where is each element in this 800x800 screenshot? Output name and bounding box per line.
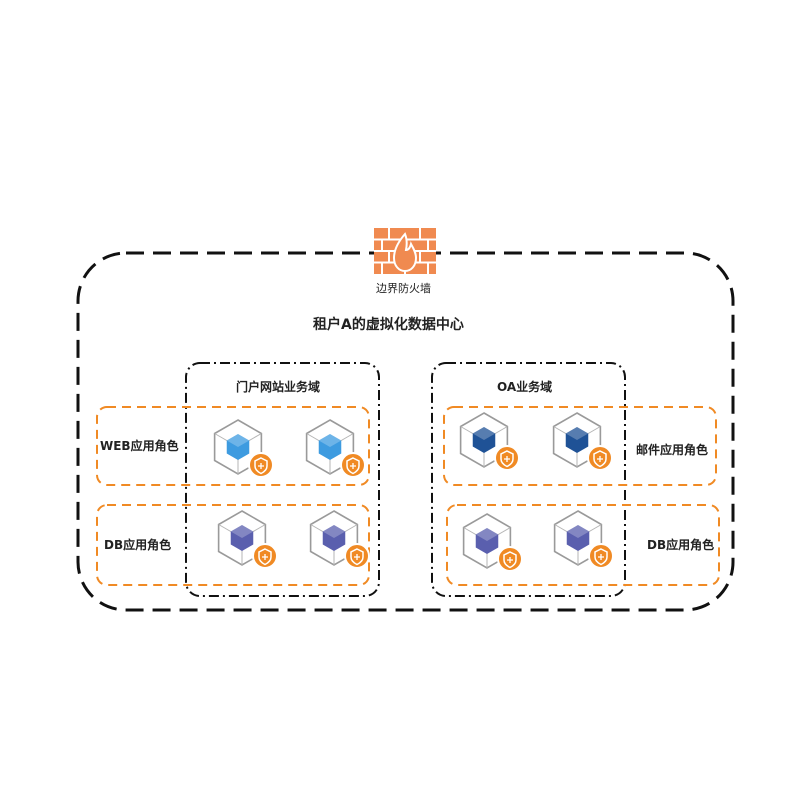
security-shield-badge-icon (248, 452, 274, 478)
server-cube-core (566, 525, 590, 551)
security-shield-badge-icon (587, 445, 613, 471)
security-shield-badge-icon (494, 445, 520, 471)
server-node (305, 419, 366, 478)
datacenter-boundary (76, 251, 735, 612)
mail-role-band (443, 406, 717, 486)
server-cube-core (226, 434, 250, 460)
server-node (552, 412, 613, 471)
server-cube-core (472, 427, 496, 453)
server-cube-core (565, 427, 589, 453)
server-node (309, 510, 370, 569)
web-role-band (96, 406, 370, 486)
oa-domain-title: OA业务域 (497, 380, 553, 394)
server-cube-core (475, 528, 499, 554)
db-role-label-right: DB应用角色 (647, 538, 715, 552)
server-node (217, 510, 278, 569)
server-cube-highlight (322, 525, 346, 538)
portal-domain-title: 门户网站业务域 (236, 380, 321, 394)
db-role-label-left: DB应用角色 (104, 538, 172, 552)
server-cube-core (318, 434, 342, 460)
db-role-band-right (446, 504, 720, 586)
server-node (553, 510, 614, 569)
security-shield-badge-icon (344, 543, 370, 569)
security-shield-badge-icon (497, 546, 523, 572)
mail-role-label: 邮件应用角色 (636, 443, 709, 457)
server-cube-core (322, 525, 346, 551)
server-cube-highlight (472, 427, 496, 440)
firewall-icon (374, 228, 436, 274)
oa-domain-boundary (431, 362, 626, 597)
server-cube-highlight (318, 434, 342, 447)
server-cube-core (230, 525, 254, 551)
server-node (213, 419, 274, 478)
portal-domain-boundary (185, 362, 380, 597)
datacenter-title: 租户A的虚拟化数据中心 (313, 317, 464, 333)
server-node (459, 412, 520, 471)
server-cube-highlight (230, 525, 254, 538)
server-cube-highlight (226, 434, 250, 447)
server-node (462, 513, 523, 572)
security-shield-badge-icon (252, 543, 278, 569)
web-role-label: WEB应用角色 (100, 439, 179, 453)
db-role-band-left (96, 504, 370, 586)
firewall-label: 边界防火墙 (376, 282, 431, 295)
security-shield-badge-icon (588, 543, 614, 569)
server-cube-highlight (475, 528, 499, 541)
security-shield-badge-icon (340, 452, 366, 478)
